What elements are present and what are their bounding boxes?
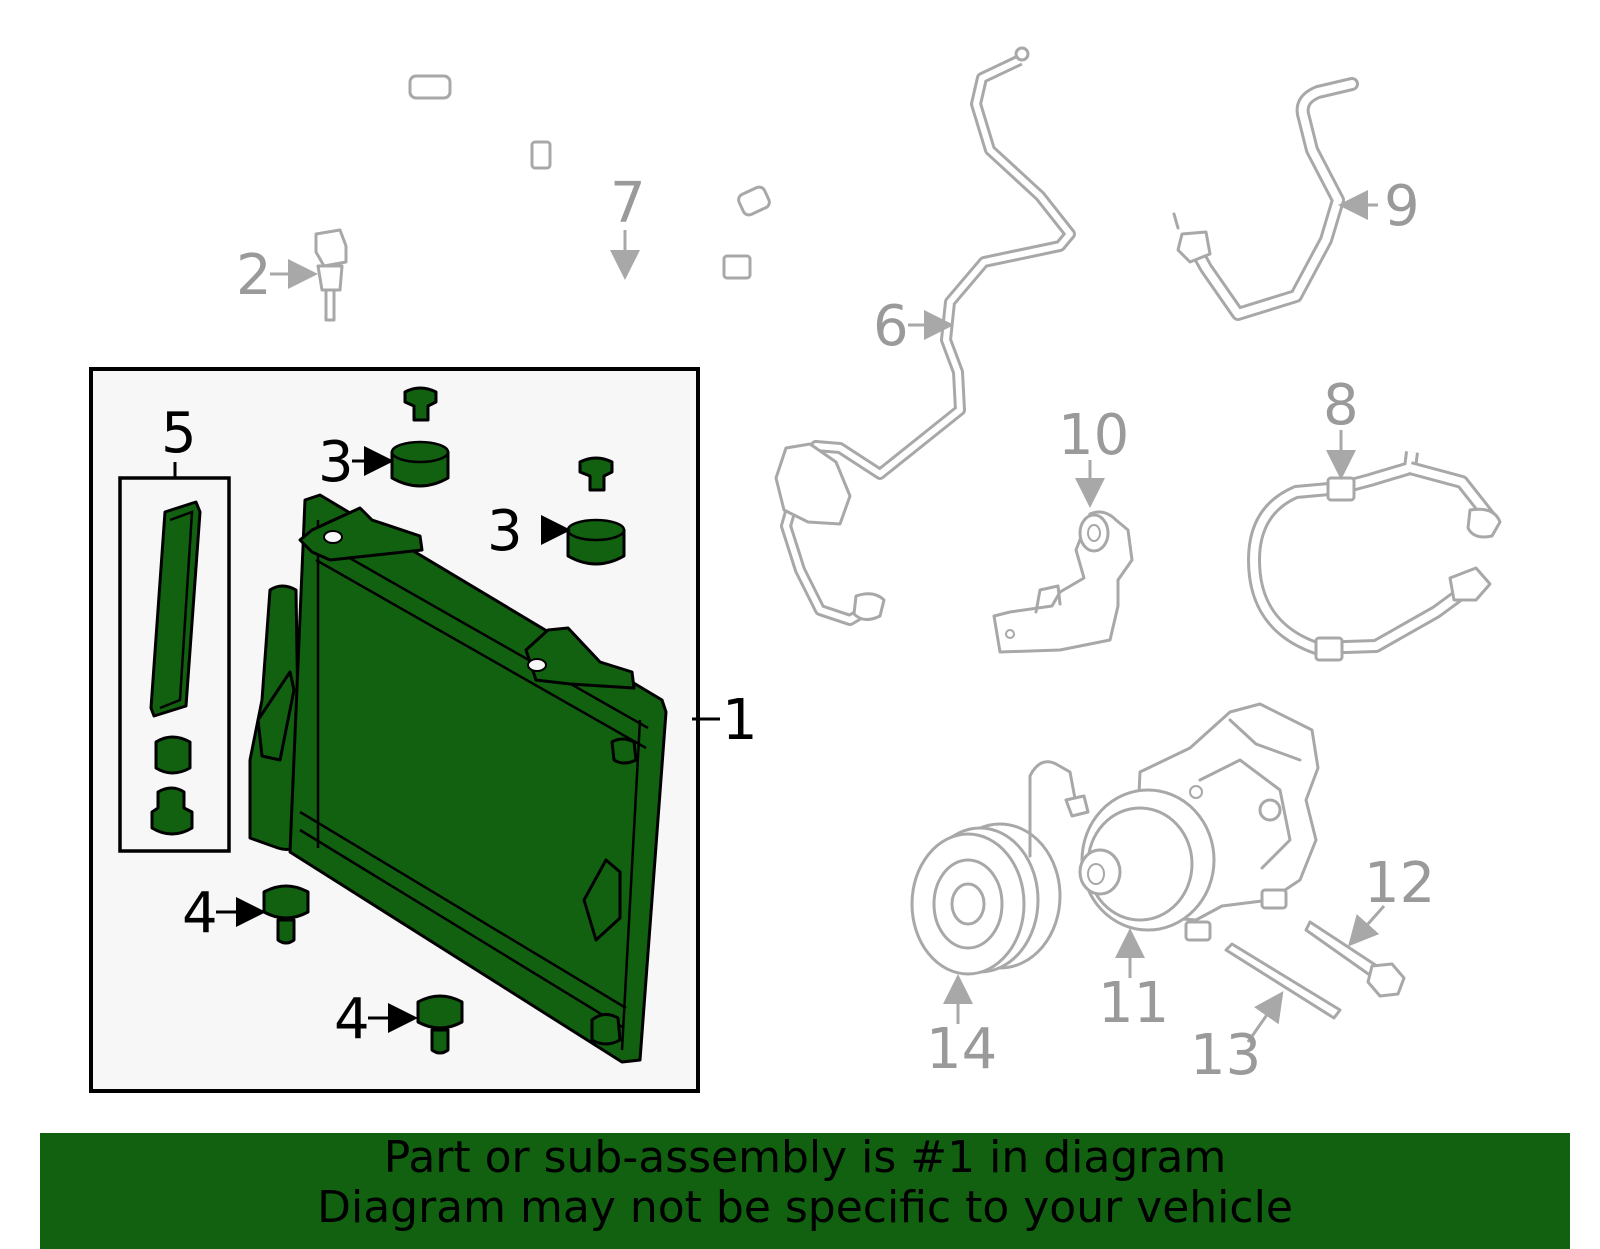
clutch-pulley-part — [910, 760, 1090, 976]
callout-7: 7 — [610, 171, 646, 236]
callout-5: 5 — [161, 401, 197, 466]
callout-2: 2 — [236, 243, 272, 308]
compressor-part — [1078, 702, 1320, 942]
callout-12-arrow — [1348, 905, 1386, 947]
discharge-hose-part — [392, 74, 790, 282]
drier-desiccant-part — [149, 500, 202, 718]
callout-11: 11 — [1098, 971, 1169, 1036]
callout-13-arrow — [1246, 991, 1284, 1043]
callout-3b: 3 — [487, 499, 523, 564]
pressure-switch-part — [314, 228, 348, 322]
callout-4a: 4 — [182, 881, 218, 946]
callout-10: 10 — [1058, 403, 1129, 468]
callout-4b: 4 — [334, 987, 370, 1052]
hose-assembly-part — [1247, 451, 1502, 662]
callout-8: 8 — [1323, 373, 1359, 438]
suction-hose-part — [1172, 77, 1359, 321]
callout-3a: 3 — [318, 430, 354, 495]
callout-6: 6 — [873, 294, 909, 359]
cushion-right-part — [566, 456, 626, 566]
insulator-bottom-part — [416, 994, 464, 1055]
condenser-part — [248, 493, 668, 1064]
bracket-part — [992, 510, 1134, 654]
stud-13-part — [1224, 942, 1342, 1020]
disclaimer-banner: Part or sub-assembly is #1 in diagram Di… — [40, 1133, 1570, 1249]
callout-1: 1 — [722, 688, 758, 753]
disclaimer-line-2: Diagram may not be specific to your vehi… — [317, 1182, 1293, 1233]
cushion-top-part — [390, 386, 450, 488]
insulator-left-part — [262, 884, 310, 945]
drier-plug-part — [150, 735, 194, 836]
callout-12: 12 — [1364, 851, 1435, 916]
callout-13: 13 — [1190, 1023, 1261, 1088]
bolt-12-part — [1304, 920, 1406, 998]
callout-9: 9 — [1384, 174, 1420, 239]
callout-14: 14 — [926, 1017, 997, 1082]
disclaimer-line-1: Part or sub-assembly is #1 in diagram — [383, 1132, 1227, 1183]
liquid-tube-part — [774, 46, 1076, 626]
